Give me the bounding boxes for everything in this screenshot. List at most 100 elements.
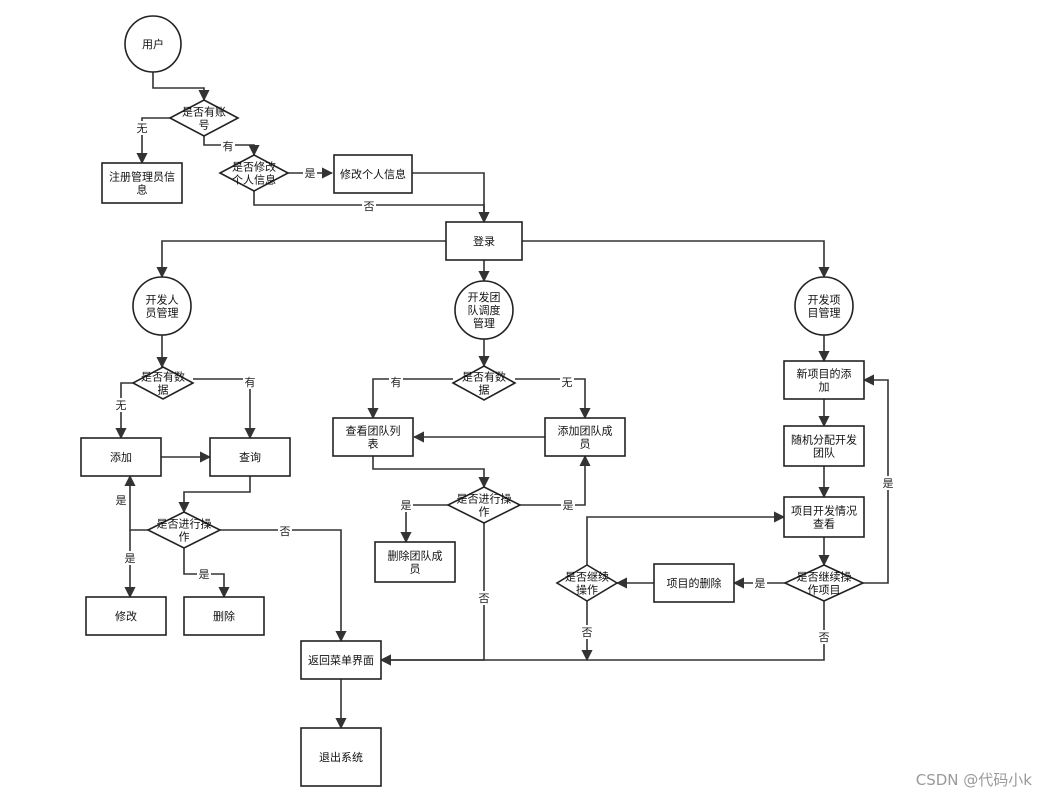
node-label: 队调度: [468, 303, 501, 317]
rect-shape: [209, 437, 291, 477]
edge-label-yes: 是: [755, 577, 766, 590]
connector-arrow: [379, 601, 825, 666]
node-label: 项目的删除: [667, 576, 722, 590]
rect-shape: [374, 541, 456, 583]
diamond-shape: [131, 366, 195, 400]
node-label: 添加: [110, 450, 132, 464]
edge-label-bg: [135, 121, 149, 135]
edge-label-has: 有: [391, 375, 402, 389]
edge-labels: 无有是否无有是是是否有无是是否是是否否: [114, 121, 895, 644]
node-label: 是否进行操: [157, 517, 212, 531]
connector-arrow: [520, 454, 591, 506]
node-label: 退出系统: [319, 750, 363, 764]
diamond-shape: [451, 365, 517, 401]
node-label: 修改: [115, 609, 137, 623]
edge-label-no: 否: [582, 626, 593, 639]
connector-arrow: [412, 172, 490, 224]
edge-label-bg: [221, 139, 235, 153]
node-label: 是否有数: [462, 370, 506, 384]
node-staff-edit: 修改: [85, 596, 167, 636]
rect-shape: [101, 162, 183, 204]
node-modify-info: 修改个人信息: [333, 154, 413, 194]
node-staff-add: 添加: [80, 437, 162, 477]
node-label: 员管理: [146, 306, 179, 320]
node-label: 个人信息: [232, 173, 276, 187]
connector-arrow: [178, 476, 251, 514]
node-label: 登录: [473, 234, 495, 248]
connector-arrow: [136, 117, 170, 165]
node-label: 注册管理员信: [109, 170, 175, 184]
connector-arrow: [124, 474, 148, 531]
edge-label-bg: [114, 493, 128, 507]
edge-label-no: 否: [819, 631, 830, 644]
node-label: 添加团队成: [558, 424, 613, 438]
edge-label-none: 无: [116, 399, 127, 412]
node-label: 加: [819, 381, 830, 394]
diamond-shape: [168, 99, 240, 137]
node-label: 查看: [813, 517, 835, 531]
edge-label-no: 否: [280, 525, 291, 538]
node-label: 删除团队成: [388, 549, 443, 563]
edge-label-bg: [243, 375, 257, 389]
node-login: 登录: [445, 221, 523, 261]
watermark: CSDN @代码小k: [915, 771, 1032, 789]
diamond-shape: [555, 564, 619, 602]
circle-shape: [132, 276, 192, 336]
edge-label-bg: [881, 476, 895, 490]
node-label: 团队: [813, 446, 835, 460]
edge-label-yes: 是: [883, 477, 894, 490]
rect-shape: [783, 425, 865, 467]
connector-arrow: [115, 382, 133, 440]
rect-shape: [445, 221, 523, 261]
node-label: 开发人: [146, 293, 179, 307]
node-label: 作: [179, 531, 190, 544]
edge-label-bg: [389, 375, 403, 389]
node-label: 管理: [473, 316, 495, 330]
node-label: 据: [158, 383, 169, 397]
edge-label-bg: [477, 591, 491, 605]
circle-shape: [454, 280, 514, 340]
node-label: 查询: [239, 450, 261, 464]
edge-label-has: 有: [245, 375, 256, 389]
circle-shape: [794, 276, 854, 336]
node-label: 随机分配开发: [791, 433, 857, 447]
diamond-shape: [146, 511, 222, 549]
edge-label-bg: [362, 199, 376, 213]
edge-label-yes: 是: [305, 167, 316, 180]
edge-label-bg: [561, 498, 575, 512]
connector-arrow: [193, 378, 256, 440]
node-proj-delete: 项目的删除: [653, 563, 735, 603]
node-exit: 退出系统: [300, 727, 382, 787]
node-label: 查看团队列: [346, 424, 401, 438]
node-label: 是否继续操: [797, 570, 852, 584]
node-label: 修改个人信息: [340, 167, 406, 181]
edge-label-bg: [303, 166, 317, 180]
rect-shape: [300, 727, 382, 787]
edge-label-no: 否: [364, 200, 375, 213]
connector-arrow: [515, 378, 591, 420]
circle-shape: [124, 15, 182, 73]
node-label: 目管理: [808, 306, 841, 320]
node-user: 用户: [124, 15, 182, 73]
rect-shape: [783, 496, 865, 538]
node-label: 息: [137, 183, 148, 197]
rect-shape: [653, 563, 735, 603]
edge-label-bg: [817, 630, 831, 644]
node-label: 用户: [142, 37, 164, 51]
rect-shape: [85, 596, 167, 636]
node-label: 表: [368, 437, 379, 451]
node-label: 作项目: [808, 584, 841, 597]
node-label: 返回菜单界面: [308, 654, 374, 667]
edge-label-bg: [197, 567, 211, 581]
